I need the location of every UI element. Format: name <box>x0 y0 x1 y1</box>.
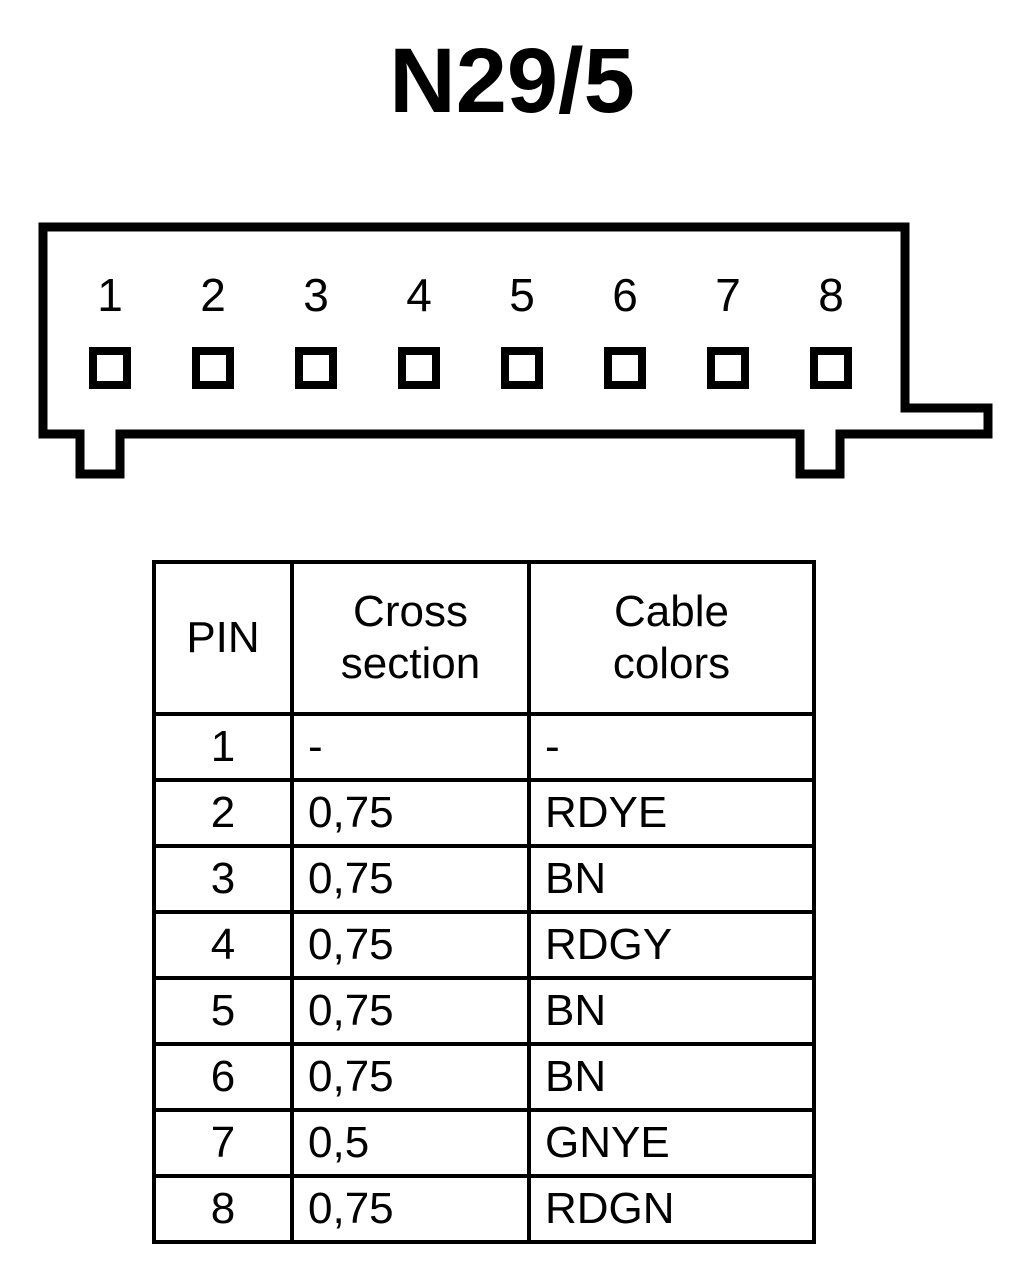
pin-cavity-3 <box>295 347 337 389</box>
pin-label-1: 1 <box>97 269 123 321</box>
cell-cross-section: 0,75 <box>290 1042 531 1112</box>
cell-cable-colors: BN <box>527 1042 816 1112</box>
pin-assignment-table: PIN Cross section Cable colors 1 - - 2 0… <box>152 560 816 1244</box>
page-title: N29/5 <box>389 30 635 132</box>
cell-cable-colors: BN <box>527 844 816 914</box>
pin-label-5: 5 <box>509 269 535 321</box>
cell-pin: 7 <box>152 1108 294 1178</box>
cell-cable-colors: RDGY <box>527 910 816 980</box>
cell-pin: 5 <box>152 976 294 1046</box>
cell-pin: 2 <box>152 778 294 848</box>
pin-label-2: 2 <box>200 269 226 321</box>
cell-pin: 6 <box>152 1042 294 1112</box>
table-header-row: PIN Cross section Cable colors <box>152 560 816 716</box>
connector-outline-svg <box>38 222 993 479</box>
cell-pin: 8 <box>152 1174 294 1244</box>
table-row: 2 0,75 RDYE <box>152 778 816 848</box>
table-row: 8 0,75 RDGN <box>152 1174 816 1244</box>
pin-cavity-7 <box>707 347 749 389</box>
table-row: 1 - - <box>152 712 816 782</box>
pin-cavity-2 <box>192 347 234 389</box>
cell-cable-colors: - <box>527 712 816 782</box>
cell-cross-section: 0,75 <box>290 778 531 848</box>
pin-label-4: 4 <box>406 269 432 321</box>
pin-cavity-4 <box>398 347 440 389</box>
pin-cavity-6 <box>604 347 646 389</box>
cell-cross-section: 0,75 <box>290 976 531 1046</box>
table-row: 4 0,75 RDGY <box>152 910 816 980</box>
table-body: 1 - - 2 0,75 RDYE 3 0,75 BN 4 0,75 RDGY … <box>152 712 816 1244</box>
column-header-cable-colors-line2: colors <box>612 639 731 688</box>
column-header-pin: PIN <box>152 560 294 716</box>
cell-cable-colors: BN <box>527 976 816 1046</box>
column-header-cable-colors: Cable colors <box>527 560 816 716</box>
cell-cable-colors: RDGN <box>527 1174 816 1244</box>
table-row: 7 0,5 GNYE <box>152 1108 816 1178</box>
cell-cross-section: - <box>290 712 531 782</box>
pin-label-8: 8 <box>818 269 844 321</box>
column-header-cross-section: Cross section <box>290 560 531 716</box>
cell-cross-section: 0,75 <box>290 1174 531 1244</box>
cell-cross-section: 0,75 <box>290 910 531 980</box>
cell-cable-colors: RDYE <box>527 778 816 848</box>
pin-cavity-8 <box>810 347 852 389</box>
cell-cable-colors: GNYE <box>527 1108 816 1178</box>
pin-cavity-1 <box>89 347 131 389</box>
cell-pin: 1 <box>152 712 294 782</box>
table-row: 3 0,75 BN <box>152 844 816 914</box>
column-header-pin-line1: PIN <box>186 613 260 662</box>
cell-cross-section: 0,75 <box>290 844 531 914</box>
connector-diagram: 1 2 3 4 5 6 7 8 <box>0 200 1024 500</box>
cell-pin: 4 <box>152 910 294 980</box>
column-header-cross-section-line2: section <box>340 639 481 688</box>
column-header-cable-colors-line1: Cable <box>614 587 729 636</box>
pin-label-7: 7 <box>715 269 741 321</box>
cell-cross-section: 0,5 <box>290 1108 531 1178</box>
cell-pin: 3 <box>152 844 294 914</box>
pin-label-6: 6 <box>612 269 638 321</box>
pin-label-3: 3 <box>303 269 329 321</box>
table-row: 6 0,75 BN <box>152 1042 816 1112</box>
column-header-cross-section-line1: Cross <box>353 587 468 636</box>
pin-cavity-5 <box>501 347 543 389</box>
table-row: 5 0,75 BN <box>152 976 816 1046</box>
